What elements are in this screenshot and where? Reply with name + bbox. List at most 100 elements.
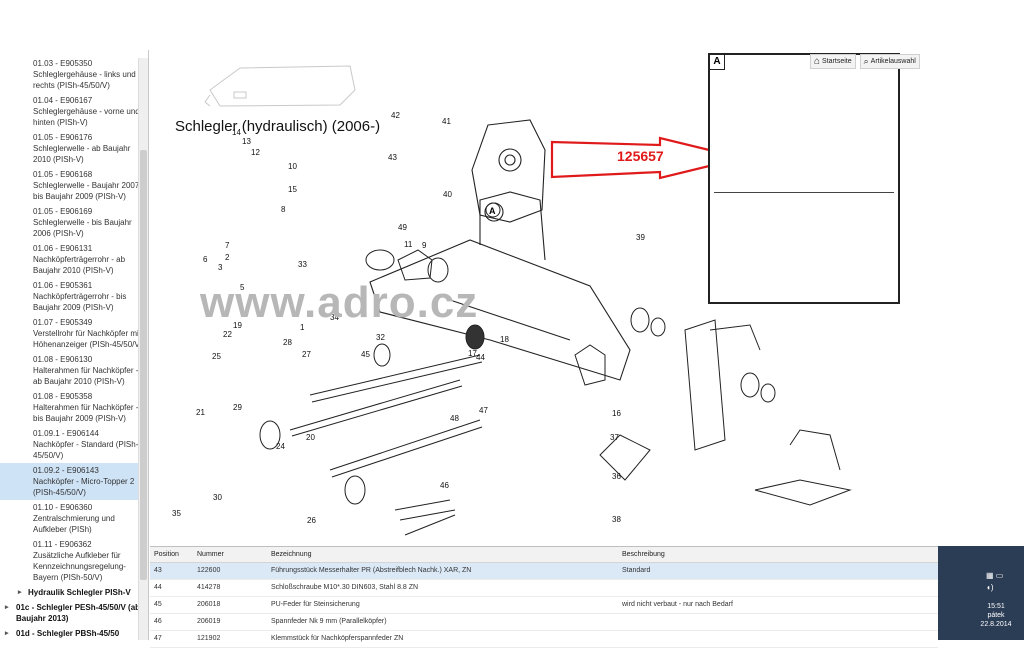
expand-triangle-icon[interactable]: ▸ [5, 630, 9, 637]
cell-position: 43 [154, 567, 162, 574]
expand-triangle-icon[interactable]: ▸ [5, 604, 9, 611]
position-label: 16 [612, 409, 621, 418]
header-designation[interactable]: Bezeichnung [271, 551, 312, 558]
position-label: 48 [450, 414, 459, 423]
clock-date: 22.8.2014 [980, 621, 1012, 628]
top-toolbar: ⌂ Startseite ⌕ Artikelauswahl [810, 52, 920, 70]
parts-table: Position Nummer Bezeichnung Beschreibung… [150, 546, 938, 648]
parts-drawing: A 12345678910111213141516171819202122232… [150, 50, 938, 542]
sidebar-group-list: ▸Hydraulik Schlegler PISh-V▸01c - Schleg… [0, 585, 148, 640]
sidebar-item-code: 01.06 - E906131 [33, 244, 93, 253]
sidebar-scrollbar-thumb[interactable] [140, 150, 147, 580]
sidebar-item-desc: Zusätzliche Aufkleber für Kennzeichnungs… [33, 551, 126, 582]
header-description[interactable]: Beschreibung [622, 551, 665, 558]
sidebar-item-desc: Nachköpfer - Micro-Topper 2 (PISh-45/50/… [33, 477, 135, 497]
sidebar-item-desc: Zentralschmierung und Aufkleber (PISh) [33, 514, 115, 534]
header-number[interactable]: Nummer [197, 551, 224, 558]
position-label: 46 [440, 481, 449, 490]
inset-letter: A [710, 55, 725, 70]
system-clock[interactable]: 15:51 pátek 22.8.2014 [968, 602, 1024, 629]
callout-a-circle [485, 202, 501, 218]
sidebar-group[interactable]: ▸01c - Schlegler PESh-45/50/V (ab Baujah… [0, 600, 148, 626]
position-label: 22 [223, 330, 232, 339]
sidebar-item-desc: Halterahmen für Nachköpfer - ab Baujahr … [33, 366, 139, 386]
cell-position: 44 [154, 584, 162, 591]
sidebar-item-code: 01.09.1 - E906144 [33, 429, 99, 438]
position-label: 9 [422, 241, 427, 250]
sidebar-item-code: 01.05 - E906169 [33, 207, 93, 216]
cell-description: Standard [622, 567, 651, 574]
cell-position: 46 [154, 618, 162, 625]
sidebar-group[interactable]: ▸01d - Schlegler PBSh-45/50 [0, 626, 148, 640]
position-label: 7 [225, 241, 230, 250]
watermark-text: www.adro.cz [200, 278, 479, 327]
position-label: 13 [242, 137, 251, 146]
position-label: 8 [281, 205, 286, 214]
clock-time: 15:51 [987, 603, 1005, 610]
detail-inset-a: A [708, 53, 900, 304]
sidebar-item-desc: Schleglergehäuse - links und rechts (PIS… [33, 70, 136, 90]
article-selection-button[interactable]: ⌕ Artikelauswahl [859, 53, 920, 69]
position-label: 45 [361, 350, 370, 359]
position-label: 17 [468, 349, 477, 358]
header-position[interactable]: Position [154, 551, 179, 558]
cell-position: 45 [154, 601, 162, 608]
position-label: 19 [233, 321, 242, 330]
windows-taskbar: ▦ ▭ ◖) 15:51 pátek 22.8.2014 [938, 546, 1024, 640]
sidebar-item-desc: Nachköpferträgerrohr - ab Baujahr 2010 (… [33, 255, 126, 275]
position-label: 39 [636, 233, 645, 242]
clock-day: pátek [987, 612, 1005, 619]
right-blank-panel [938, 50, 1024, 546]
position-label: 10 [288, 162, 297, 171]
window-top-area [0, 0, 1024, 50]
position-label: 33 [298, 260, 307, 269]
table-row[interactable]: 46 206019 Spannfeder Nk 9 mm (Parallelköpf… [150, 614, 938, 631]
position-label: 11 [404, 240, 413, 249]
sidebar-item-code: 01.08 - E905358 [33, 392, 93, 401]
sidebar-group[interactable]: ▸Hydraulik Schlegler PISh-V [0, 585, 148, 600]
position-label: 47 [479, 406, 488, 415]
sidebar-scrollbar[interactable] [138, 58, 148, 640]
cell-designation: PU-Feder für Steinsicherung [271, 601, 360, 608]
network-icon[interactable]: ▦ ▭ [986, 571, 1004, 580]
cell-description: wird nicht verbaut - nur nach Bedarf [622, 601, 733, 608]
article-selection-label: Artikelauswahl [870, 57, 916, 65]
cell-number: 206019 [197, 618, 221, 625]
sidebar-item-desc: Schleglerwelle - ab Baujahr 2010 (PISh-V… [33, 144, 131, 164]
sidebar-item-code: 01.07 - E905349 [33, 318, 93, 327]
home-button[interactable]: ⌂ Startseite [810, 53, 856, 69]
position-label: 15 [288, 185, 297, 194]
position-label: 44 [476, 353, 485, 362]
cell-designation: Spannfeder Nk 9 mm (Parallelköpfer) [271, 618, 387, 625]
cell-designation: Klemmstück für Nachköpferspannfeder ZN [271, 635, 404, 642]
right-assembly [397, 249, 852, 536]
drawing-title: Schlegler (hydraulisch) (2006-) [175, 118, 381, 135]
sidebar-item-code: 01.06 - E905361 [33, 281, 93, 290]
volume-icon[interactable]: ◖) [986, 583, 994, 592]
sidebar-item-desc: Nachköpfer - Standard (PISh-45/50/V) [33, 440, 139, 460]
expand-triangle-icon[interactable]: ▸ [18, 589, 22, 596]
sidebar-item-desc: Nachköpferträgerrohr - bis Baujahr 2009 … [33, 292, 127, 312]
cell-designation: Führungsstück Messerhalter PR (Abstreifb… [271, 567, 472, 574]
position-label: 5 [240, 283, 245, 292]
